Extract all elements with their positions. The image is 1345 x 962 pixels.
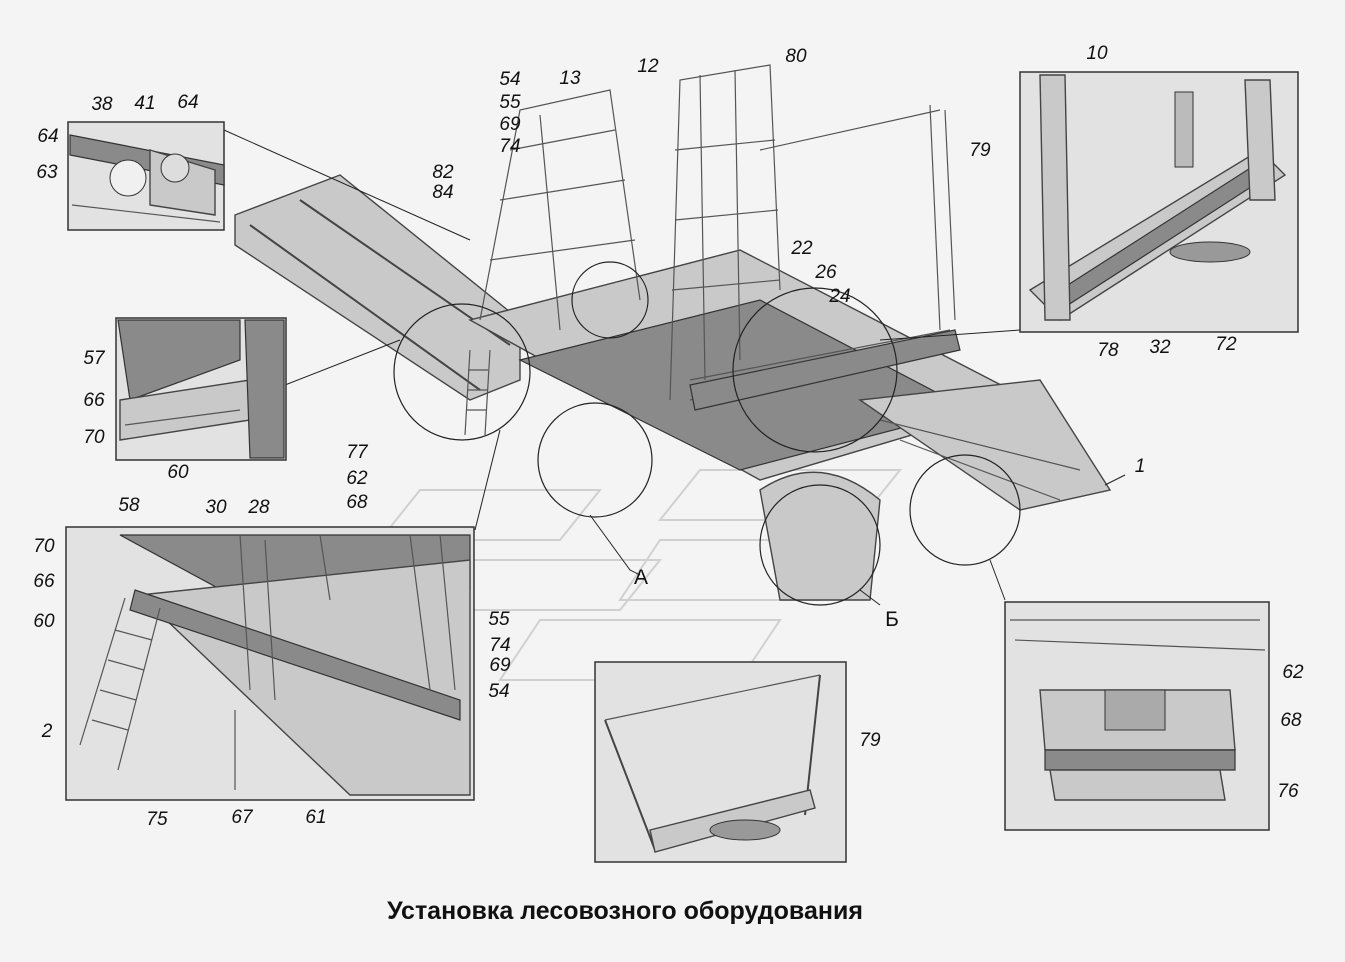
callout-38: 38 [91,94,113,115]
callout-41: 41 [134,93,155,114]
inset-bottom-center [594,661,847,863]
rear-fender [759,471,881,601]
view-marker: А [634,566,648,589]
inset-bottom-right [1004,601,1270,831]
main-view [223,64,1126,606]
callout-62: 62 [1282,662,1304,683]
detail-circle-b [759,484,881,606]
detail-circle-bunk [732,287,898,453]
callout-57: 57 [83,348,106,369]
bunk-crossbar [689,329,961,411]
callout-30: 30 [205,497,227,518]
callout-60: 60 [33,611,55,632]
callout-28: 28 [247,497,270,518]
rear-extension [858,379,1112,511]
callout-70: 70 [83,427,105,448]
callout-70: 70 [33,536,55,557]
callout-84: 84 [432,182,453,203]
callout-68: 68 [346,492,368,513]
detail-circle-headboard [571,261,649,339]
callout-24: 24 [828,286,850,307]
ladder-detail [79,597,161,771]
callout-55: 55 [499,92,521,113]
callout-26: 26 [814,262,837,283]
callout-66: 66 [83,390,105,411]
callout-54: 54 [499,69,520,90]
callout-63: 63 [36,162,58,183]
callout-76: 76 [1277,781,1299,802]
callout-75: 75 [146,809,168,830]
callout-22: 22 [790,238,813,259]
callout-32: 32 [1149,337,1171,358]
callout-77: 77 [346,442,369,463]
deck-detail [138,559,471,796]
callout-68: 68 [1280,710,1302,731]
callout-54: 54 [488,681,509,702]
inset-top-right [1019,71,1299,333]
inset-top-left [67,121,225,231]
callout-66: 66 [33,571,55,592]
view-marker: Б [885,608,899,631]
callout-55: 55 [488,609,510,630]
callout-64: 64 [37,126,58,147]
inset-lower-left [65,526,475,801]
callout-79: 79 [969,140,991,161]
callout-79: 79 [859,730,881,751]
inset-mid-left [115,317,287,461]
detail-circle-ladder [393,303,531,441]
callout-72: 72 [1215,334,1237,355]
callout-1: 1 [1135,456,1146,477]
callout-69: 69 [499,114,521,135]
chassis-rail-front [234,174,521,401]
drawing-title: Установка лесовозного оборудования [387,897,863,925]
detail-circle-a [537,402,653,518]
callout-67: 67 [231,807,254,828]
detail-circle-bracket [909,454,1021,566]
callout-58: 58 [118,495,140,516]
callout-64: 64 [177,92,198,113]
headboard-frame [479,64,781,401]
callout-2: 2 [41,721,53,742]
callout-10: 10 [1086,43,1108,64]
callout-61: 61 [305,807,326,828]
callout-13: 13 [559,68,581,89]
callout-69: 69 [489,655,511,676]
callout-78: 78 [1097,340,1119,361]
frame-ladder [464,349,491,436]
callout-62: 62 [346,468,368,489]
callout-74: 74 [489,635,510,656]
callout-60: 60 [167,462,189,483]
callout-80: 80 [785,46,807,67]
callout-12: 12 [637,56,659,77]
callout-74: 74 [499,136,520,157]
callout-82: 82 [432,162,454,183]
